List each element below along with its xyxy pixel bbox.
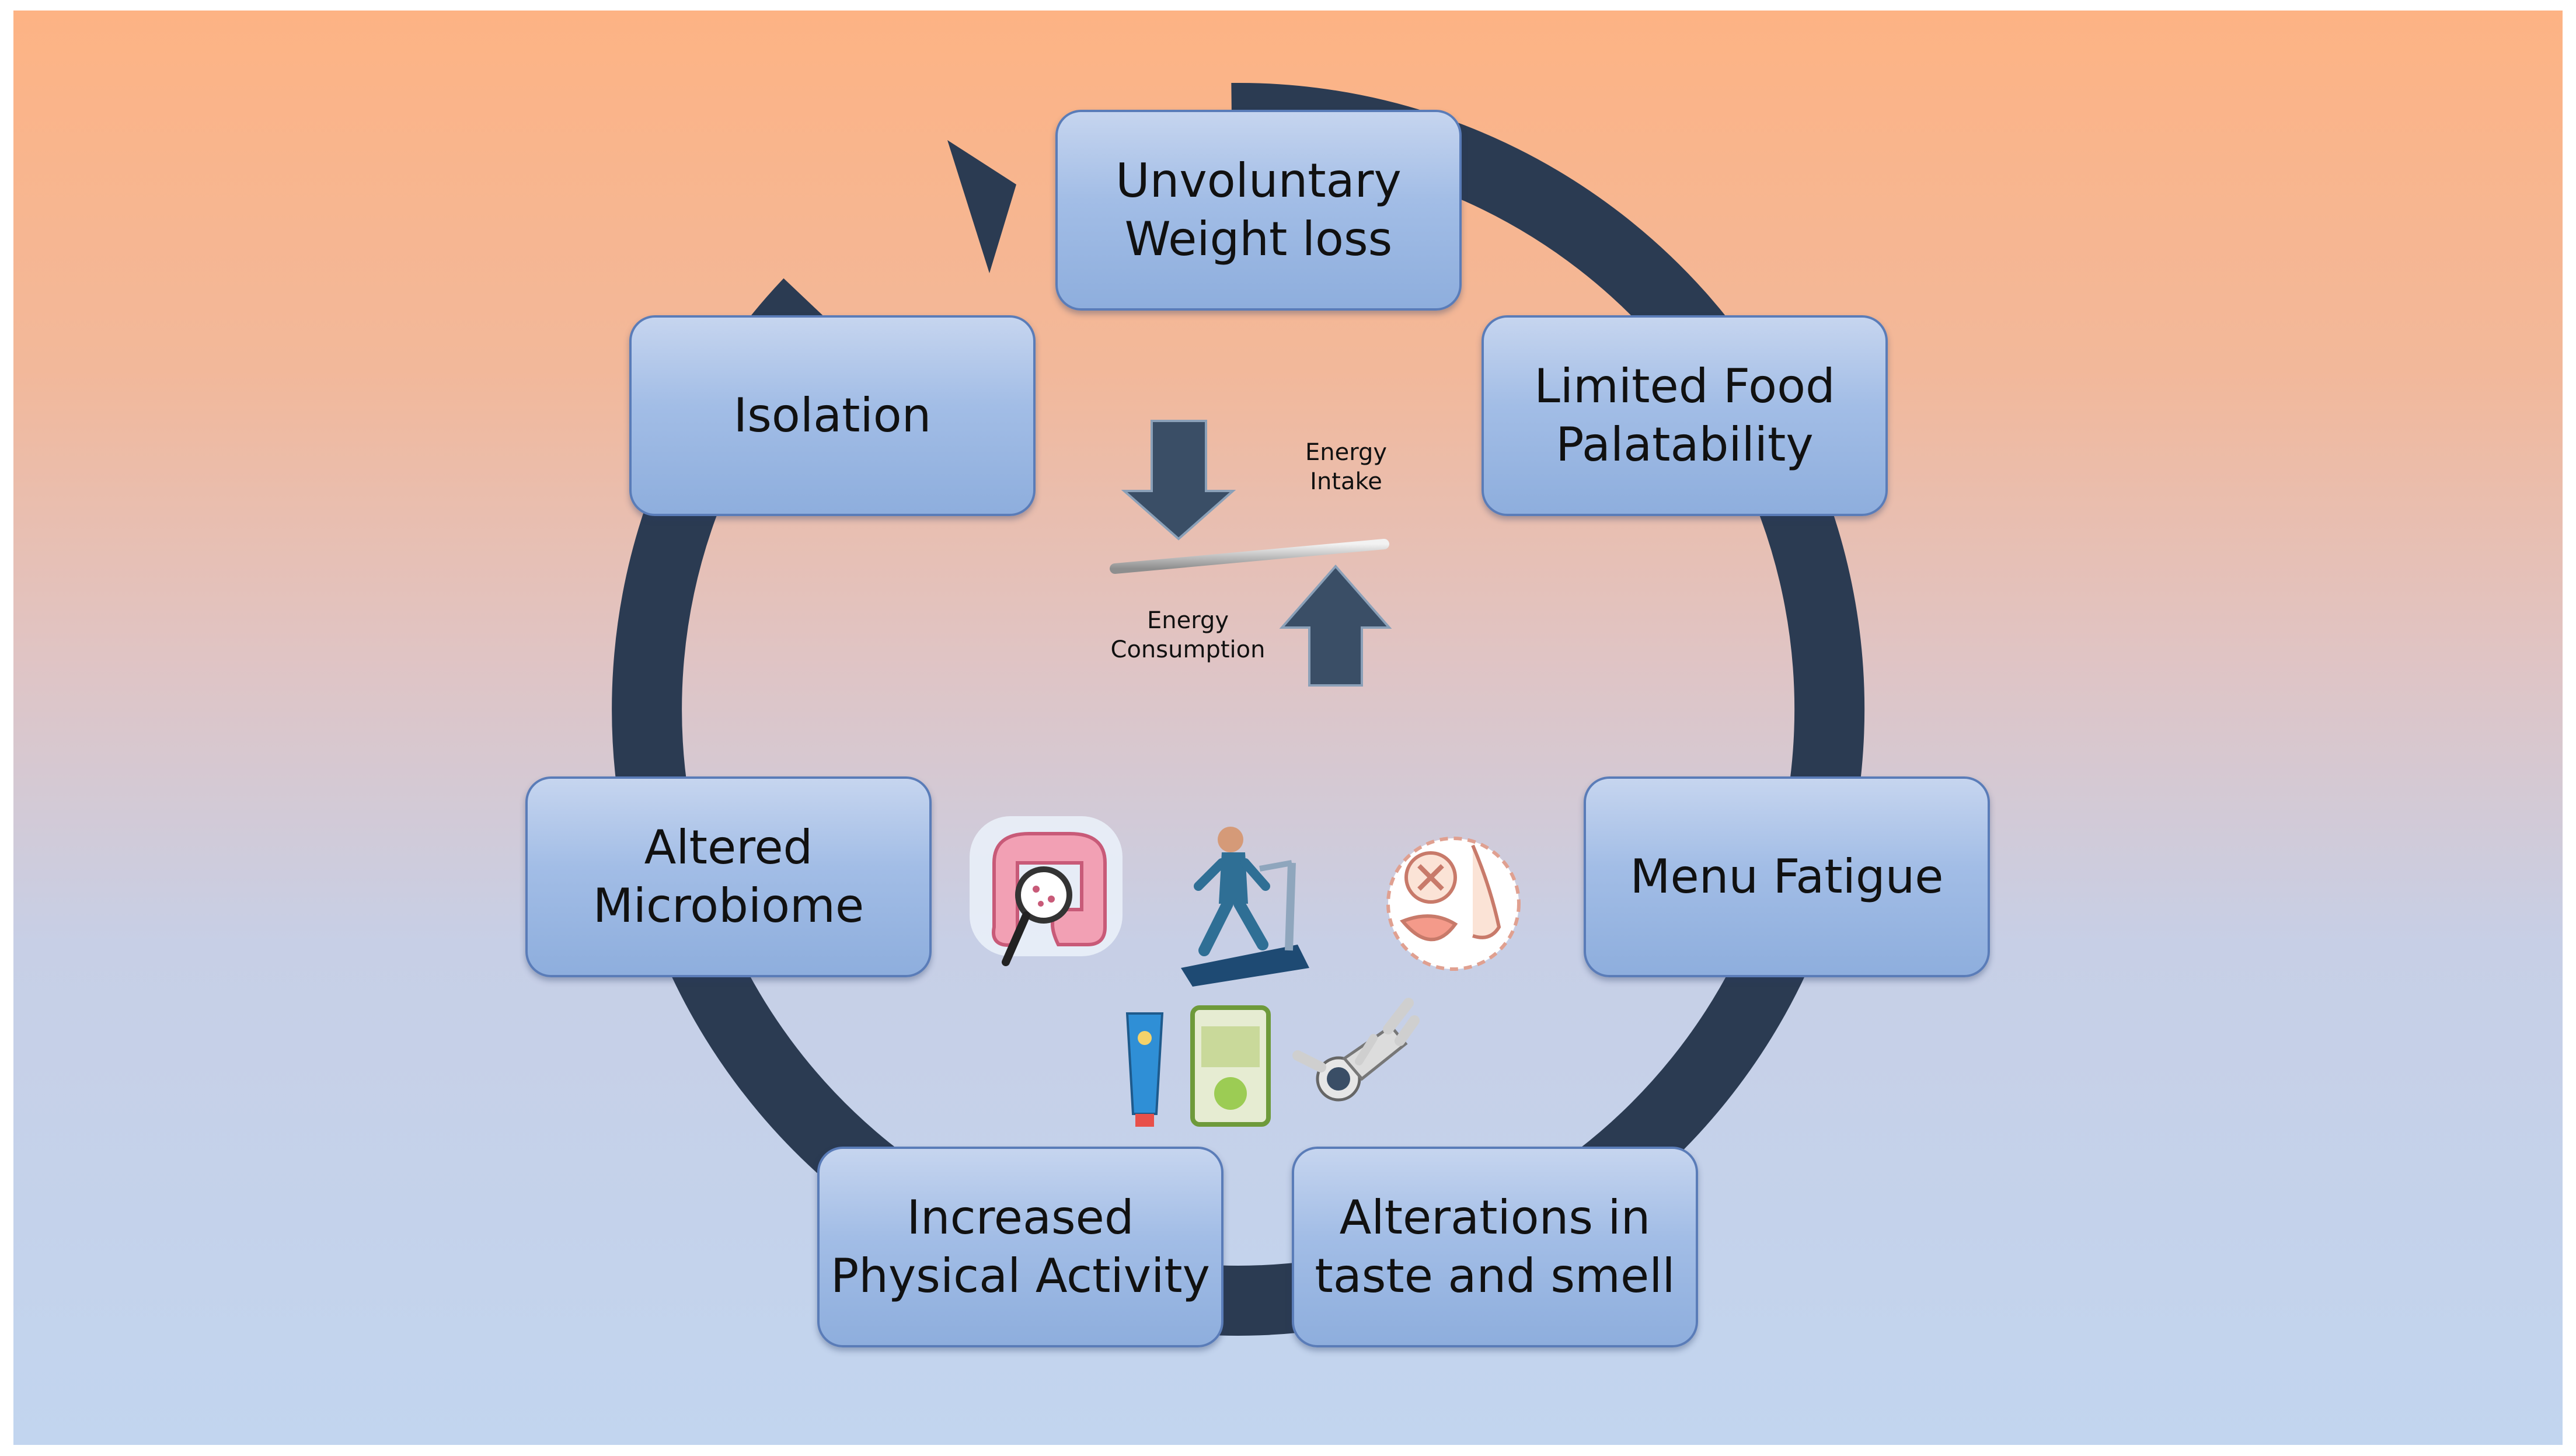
node-menu-fatigue-line-1: Menu Fatigue <box>1630 849 1944 904</box>
treadmill-runner-icon <box>1181 827 1309 987</box>
food-tube-icon <box>1125 1012 1164 1127</box>
intestine-icon <box>970 816 1123 966</box>
node-menu-fatigue: Menu Fatigue <box>1584 776 1990 977</box>
node-altered-microbiome: Altered Microbiome <box>525 776 932 977</box>
node-weight-loss-line-2: Weight loss <box>1124 212 1393 266</box>
node-isolation-line-1: Isolation <box>733 388 932 443</box>
node-limited-food-palatability: Limited Food Palatability <box>1482 315 1888 516</box>
energy-consumption-line-1: Energy <box>1146 607 1229 634</box>
energy-intake-line-2: Intake <box>1310 468 1382 495</box>
cycle-arrowhead <box>947 140 1016 273</box>
node-limited-food-line-1: Limited Food <box>1534 359 1835 413</box>
balance-beam <box>1110 539 1389 574</box>
energy-intake-label: Energy Intake <box>1270 438 1422 496</box>
node-taste-smell-line-1: Alterations in <box>1339 1190 1651 1245</box>
node-taste-smell-line-2: taste and smell <box>1315 1249 1675 1303</box>
node-isolation: Isolation <box>629 315 1036 516</box>
node-increased-physical-activity: Increased Physical Activity <box>817 1147 1223 1347</box>
node-limited-food-line-2: Palatability <box>1556 417 1814 472</box>
food-pouch-icon <box>1190 1005 1271 1127</box>
node-unvoluntary-weight-loss: Unvoluntary Weight loss <box>1055 110 1462 311</box>
node-physical-activity-line-1: Increased <box>907 1190 1134 1245</box>
energy-intake-line-1: Energy <box>1305 439 1388 466</box>
taste-smell-icon <box>1386 837 1521 971</box>
slide-background: Energy Intake Energy Consumption Unvolun… <box>13 11 2563 1445</box>
node-weight-loss-line-1: Unvoluntary <box>1116 154 1402 208</box>
astronaut-icon <box>1292 998 1420 1102</box>
energy-down-arrow-icon <box>1121 420 1236 541</box>
node-alterations-taste-smell: Alterations in taste and smell <box>1292 1147 1698 1347</box>
node-microbiome-line-1: Altered <box>644 820 813 875</box>
node-physical-activity-line-2: Physical Activity <box>830 1249 1211 1303</box>
node-microbiome-line-2: Microbiome <box>592 879 865 933</box>
energy-up-arrow-icon <box>1279 564 1392 687</box>
energy-consumption-label: Energy Consumption <box>1100 606 1275 664</box>
energy-consumption-line-2: Consumption <box>1110 636 1266 663</box>
